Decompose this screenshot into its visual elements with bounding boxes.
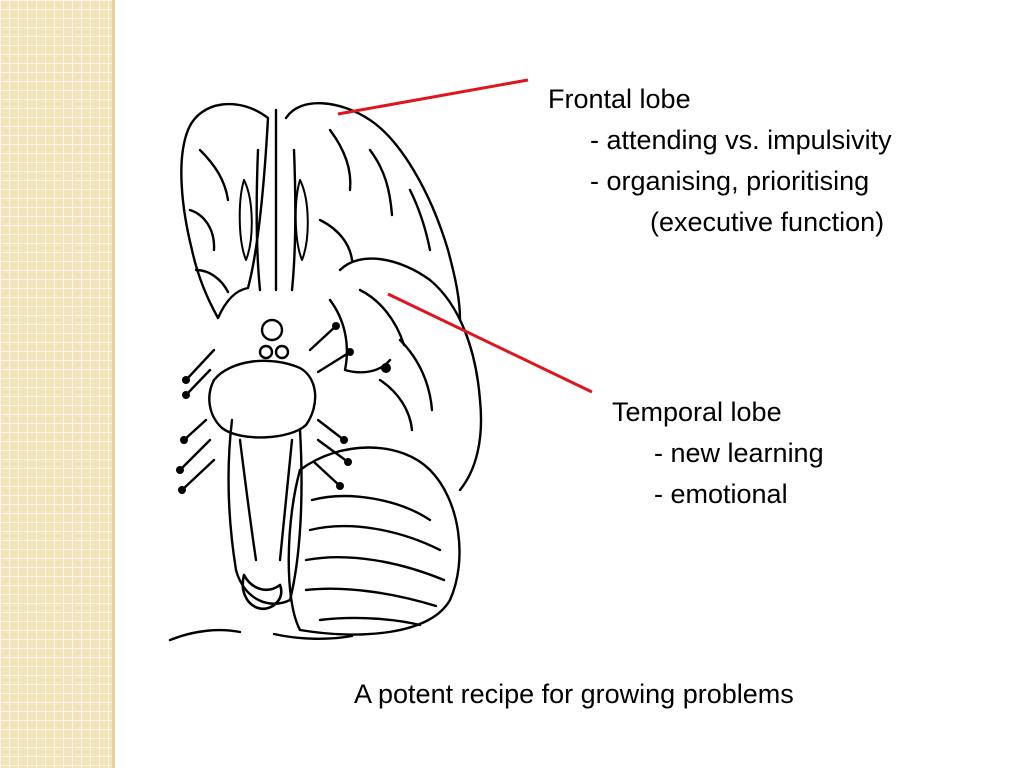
right-frontal-lobe-outline	[284, 101, 462, 322]
frontal-lobe-point-2: - organising, prioritising	[590, 166, 870, 196]
temporal-leader-line	[387, 292, 593, 394]
frontal-lobe-point-3: (executive function)	[650, 207, 885, 237]
decorative-grid-strip	[0, 0, 112, 768]
cerebellum-outline	[287, 446, 461, 636]
strip-edge	[112, 0, 115, 768]
frontal-leader-line	[337, 78, 529, 116]
brainstem-outline	[227, 418, 303, 605]
temporal-lobe-title: Temporal lobe	[612, 397, 782, 427]
temporal-lobe-point-1: - new learning	[654, 438, 824, 468]
frontal-lobe-point-1: - attending vs. impulsivity	[590, 125, 892, 155]
frontal-lobe-title: Frontal lobe	[548, 84, 691, 114]
temporal-lobe-outline	[338, 257, 483, 492]
temporal-lobe-point-2: - emotional	[654, 479, 788, 509]
slide-caption: A potent recipe for growing problems	[354, 679, 794, 709]
